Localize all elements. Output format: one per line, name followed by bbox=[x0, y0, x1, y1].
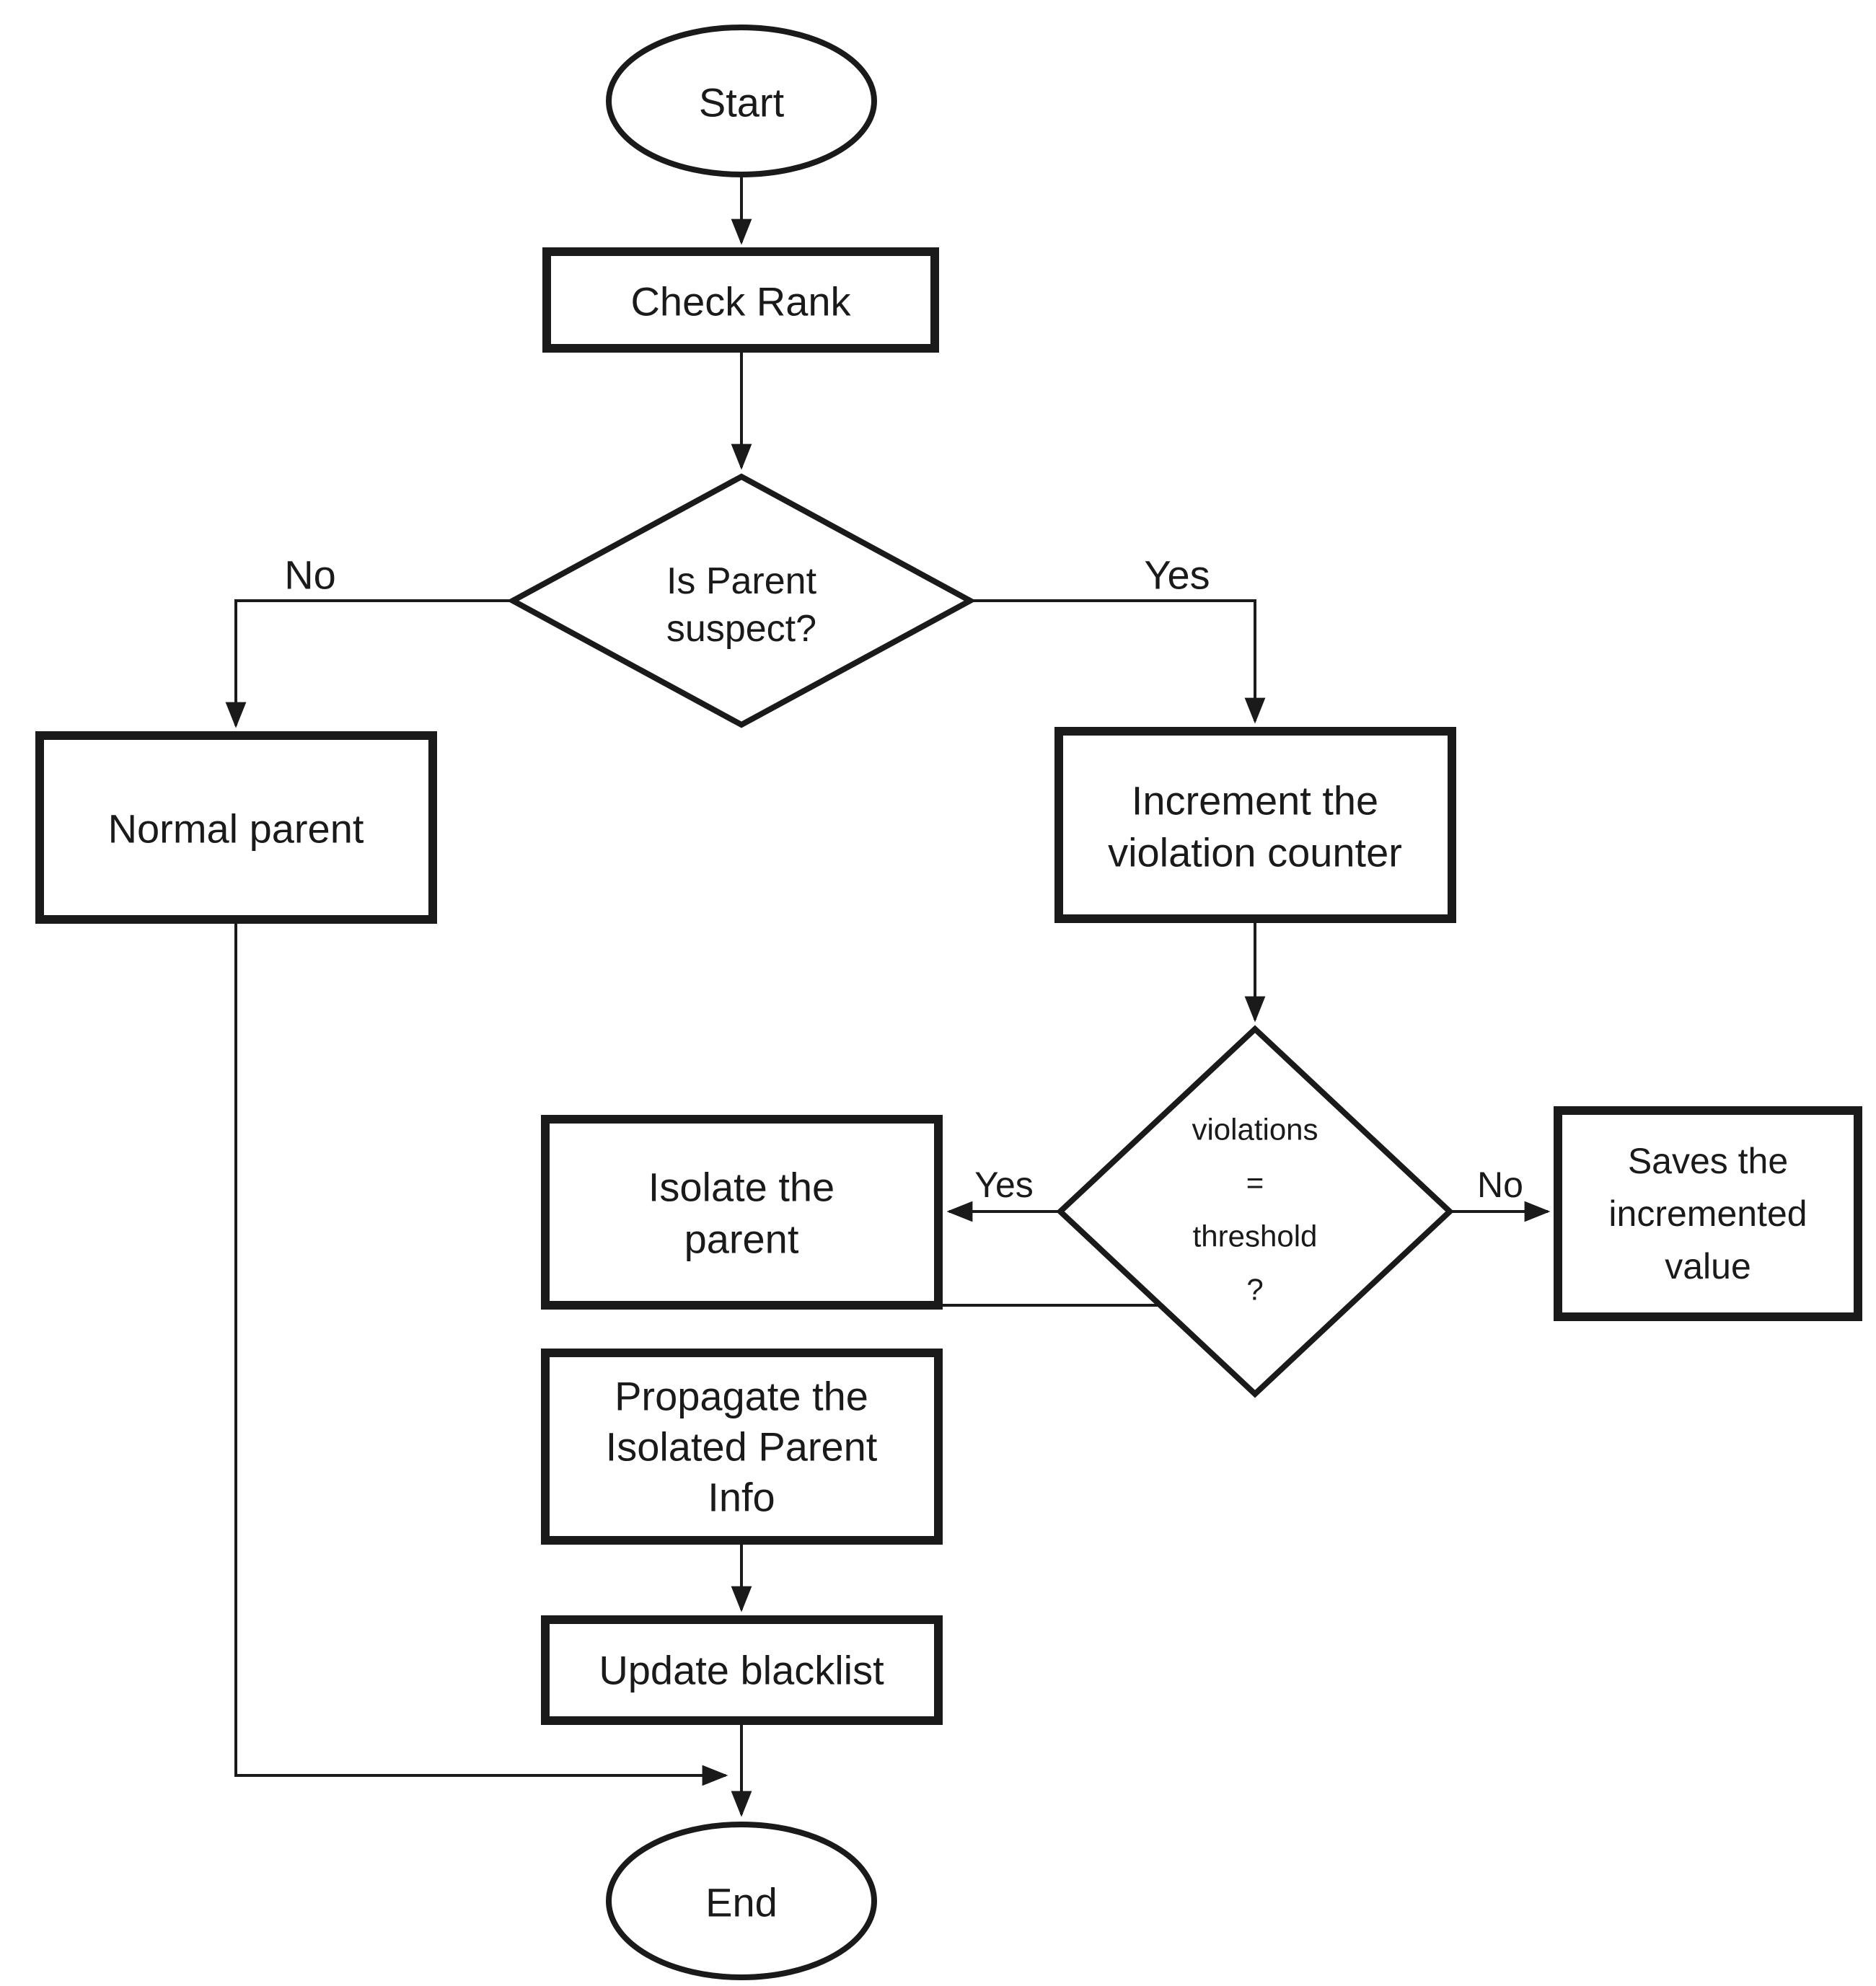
is-parent-suspect-decision bbox=[506, 473, 977, 728]
increment-violation-counter-process bbox=[1054, 727, 1456, 923]
edge-normal-parent-to-merge-junction bbox=[234, 919, 728, 1786]
threshold-yes-branch-label: Yes bbox=[974, 1165, 1034, 1205]
saves-incremented-value-line-2: incremented bbox=[1608, 1193, 1807, 1234]
normal-parent-process bbox=[35, 731, 437, 924]
is-parent-suspect-line-1: Is Parent bbox=[666, 560, 817, 602]
propagate-info-line-3: Info bbox=[708, 1475, 775, 1520]
update-blacklist-process bbox=[541, 1615, 943, 1725]
violations-threshold-line-1: violations bbox=[1192, 1113, 1318, 1147]
saves-incremented-value-line-1: Saves the bbox=[1628, 1141, 1788, 1181]
edge-suspect-yes-to-increment bbox=[970, 599, 1266, 724]
isolate-parent-process bbox=[541, 1115, 943, 1310]
violations-threshold-line-4: ? bbox=[1246, 1273, 1263, 1307]
suspect-no-branch-label: No bbox=[284, 552, 336, 598]
is-parent-suspect-line-2: suspect? bbox=[666, 608, 816, 650]
update-blacklist-label: Update blacklist bbox=[599, 1648, 884, 1693]
saves-incremented-value-process bbox=[1554, 1106, 1862, 1321]
threshold-no-branch-label: No bbox=[1477, 1165, 1523, 1205]
violations-threshold-line-3: threshold bbox=[1193, 1219, 1318, 1253]
propagate-info-line-1: Propagate the bbox=[615, 1374, 868, 1419]
check-rank-process bbox=[542, 247, 939, 353]
end-label: End bbox=[705, 1880, 778, 1925]
increment-violation-counter-line-2: violation counter bbox=[1108, 830, 1402, 875]
suspect-yes-branch-label: Yes bbox=[1144, 552, 1210, 598]
propagate-info-line-2: Isolated Parent bbox=[606, 1424, 878, 1470]
propagate-isolated-parent-info-process bbox=[541, 1349, 943, 1545]
increment-violation-counter-line-1: Increment the bbox=[1132, 778, 1378, 824]
isolate-parent-line-1: Isolate the bbox=[648, 1165, 834, 1210]
edge-suspect-no-to-normal-parent bbox=[225, 599, 513, 728]
normal-parent-label: Normal parent bbox=[108, 806, 364, 852]
saves-incremented-value-line-3: value bbox=[1665, 1246, 1751, 1287]
violations-threshold-line-2: = bbox=[1246, 1166, 1264, 1200]
end-terminator bbox=[606, 1822, 877, 1980]
start-label: Start bbox=[699, 80, 785, 125]
violations-threshold-decision bbox=[1056, 1025, 1454, 1398]
start-terminator bbox=[606, 25, 877, 177]
isolate-parent-line-2: parent bbox=[684, 1217, 799, 1262]
check-rank-label: Check Rank bbox=[630, 279, 851, 325]
